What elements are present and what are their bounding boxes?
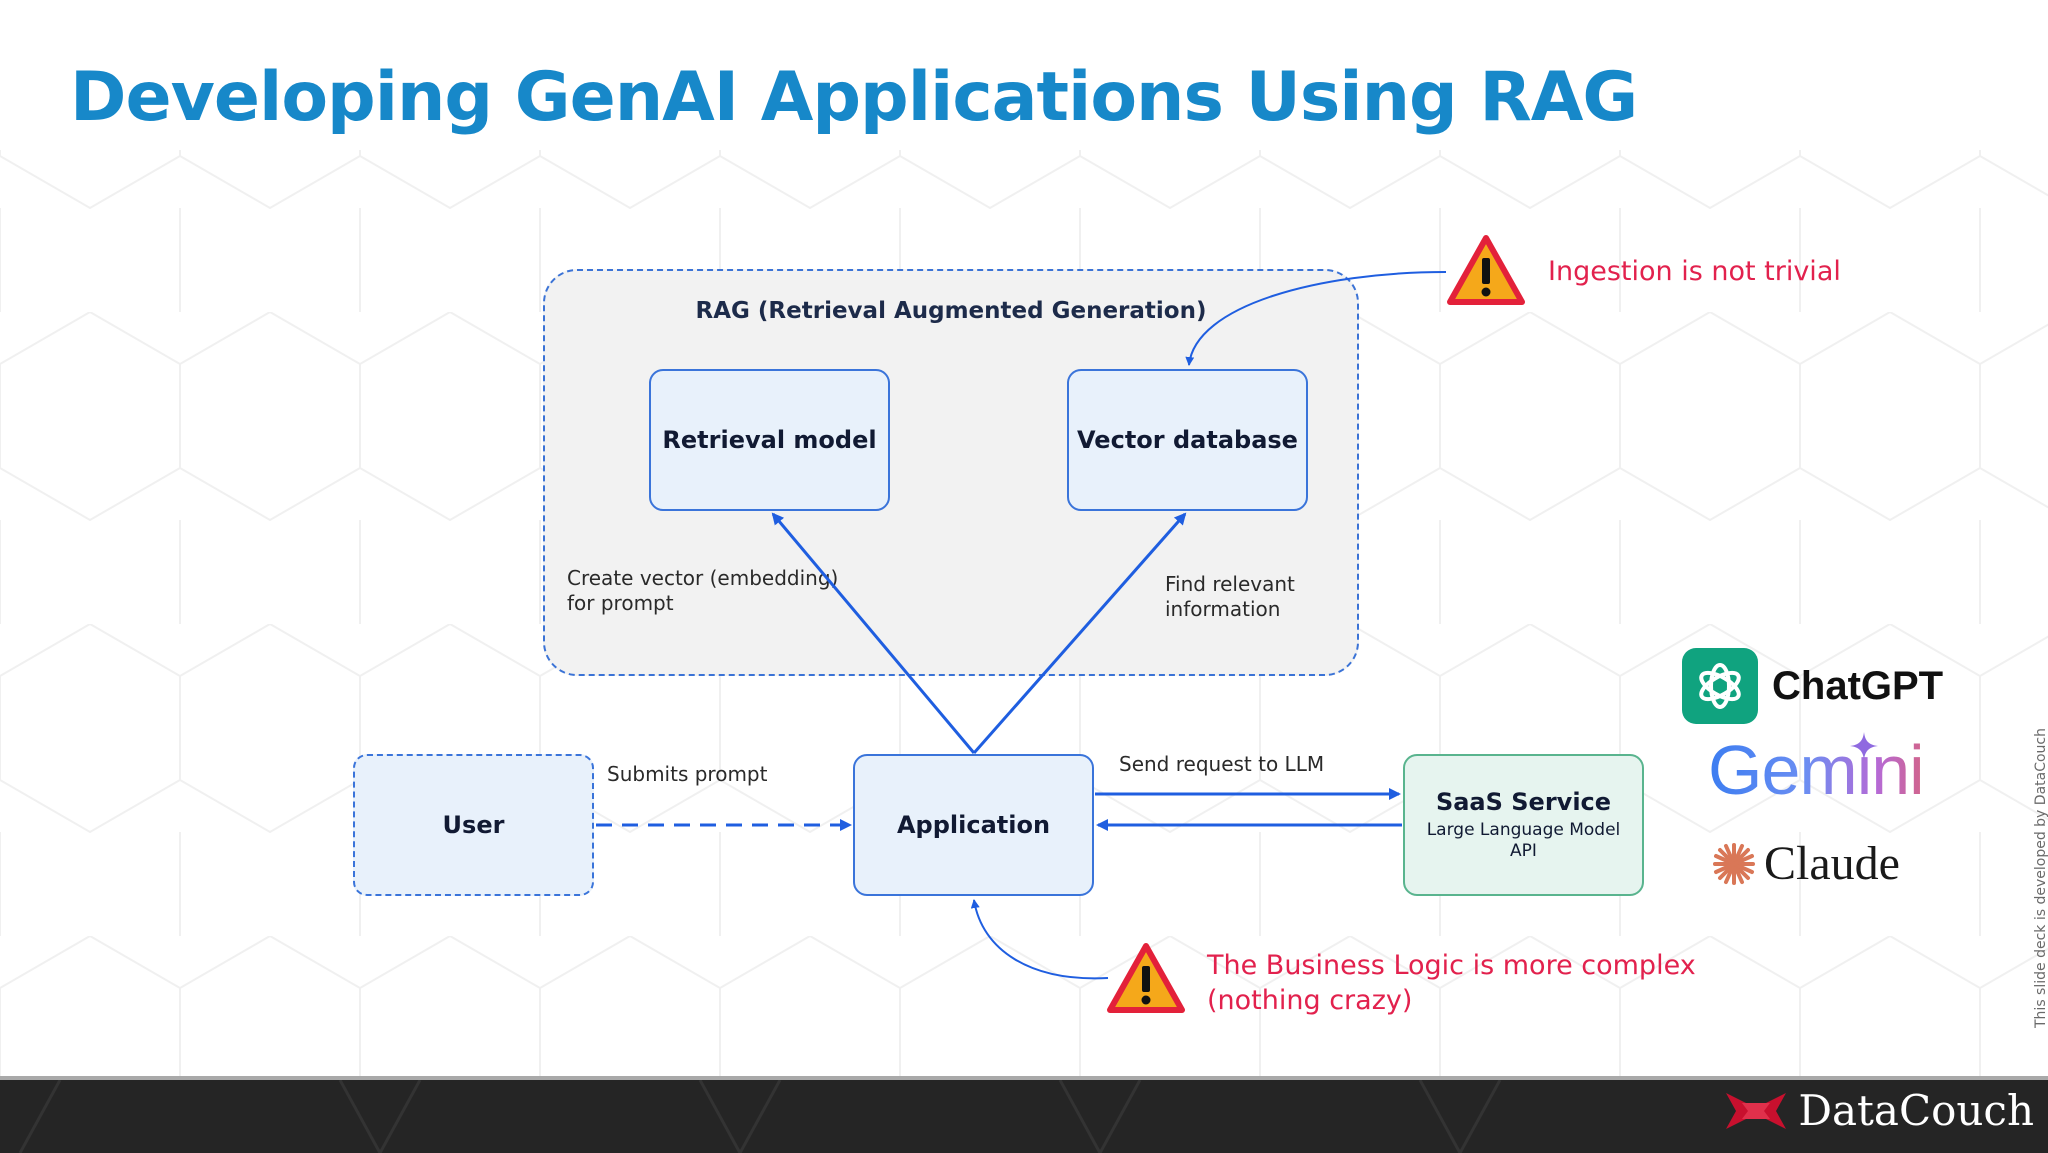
find-relevant-line1: Find relevant <box>1165 572 1295 596</box>
rag-container-title: RAG (Retrieval Augmented Generation) <box>695 298 1207 324</box>
footer-pattern <box>18 1080 1502 1153</box>
retrieval-model-label: Retrieval model <box>662 426 877 454</box>
find-relevant-label: Find relevant information <box>1165 572 1295 622</box>
user-label: User <box>442 811 505 839</box>
ingestion-warning-text: Ingestion is not trivial <box>1548 256 1841 287</box>
business-logic-line1: The Business Logic is more complex <box>1207 950 1696 981</box>
business-logic-warning-text: The Business Logic is more complex (noth… <box>1207 948 1696 1018</box>
create-vector-label: Create vector (embedding) for prompt <box>567 566 838 616</box>
chatgpt-brand: ChatGPT <box>1682 648 1943 724</box>
chatgpt-logo-icon <box>1682 648 1758 724</box>
gemini-brand: Gemini <box>1708 730 1925 810</box>
retrieval-model-node: Retrieval model <box>649 369 890 511</box>
chatgpt-label: ChatGPT <box>1772 663 1944 708</box>
footer-bar <box>0 1076 2048 1153</box>
submits-prompt-label: Submits prompt <box>607 762 768 786</box>
application-label: Application <box>896 811 1051 839</box>
warning-icon <box>1447 235 1525 305</box>
claude-brand: Claude <box>1712 836 1900 891</box>
datacouch-logo-icon <box>1726 1092 1787 1129</box>
saas-service-node: SaaS Service Large Language Model API <box>1403 754 1644 896</box>
side-note: This slide deck is developed by DataCouc… <box>2033 728 2048 1028</box>
user-node: User <box>353 754 594 896</box>
application-node: Application <box>853 754 1094 896</box>
claude-sunburst-icon <box>1713 842 1755 885</box>
warning-icon <box>1107 943 1185 1013</box>
saas-service-sub2: API <box>1510 841 1537 861</box>
find-relevant-line2: information <box>1165 597 1281 621</box>
vector-database-node: Vector database <box>1067 369 1308 511</box>
send-request-label: Send request to LLM <box>1119 752 1325 776</box>
saas-service-label: SaaS Service <box>1435 788 1612 816</box>
slide-title: Developing GenAI Applications Using RAG <box>70 58 1638 137</box>
create-vector-line2: for prompt <box>567 591 674 615</box>
saas-service-sub1: Large Language Model <box>1426 820 1621 840</box>
footer-company-name: DataCouch <box>1798 1086 2034 1135</box>
create-vector-line1: Create vector (embedding) <box>567 566 839 590</box>
footer-brand: DataCouch <box>1724 1086 2034 1135</box>
claude-label: Claude <box>1764 837 1900 890</box>
business-logic-line2: (nothing crazy) <box>1207 985 1413 1016</box>
gemini-sparkle-icon <box>1850 732 1878 760</box>
vector-database-label: Vector database <box>1077 426 1298 454</box>
gemini-label: Gemini <box>1708 731 1925 809</box>
